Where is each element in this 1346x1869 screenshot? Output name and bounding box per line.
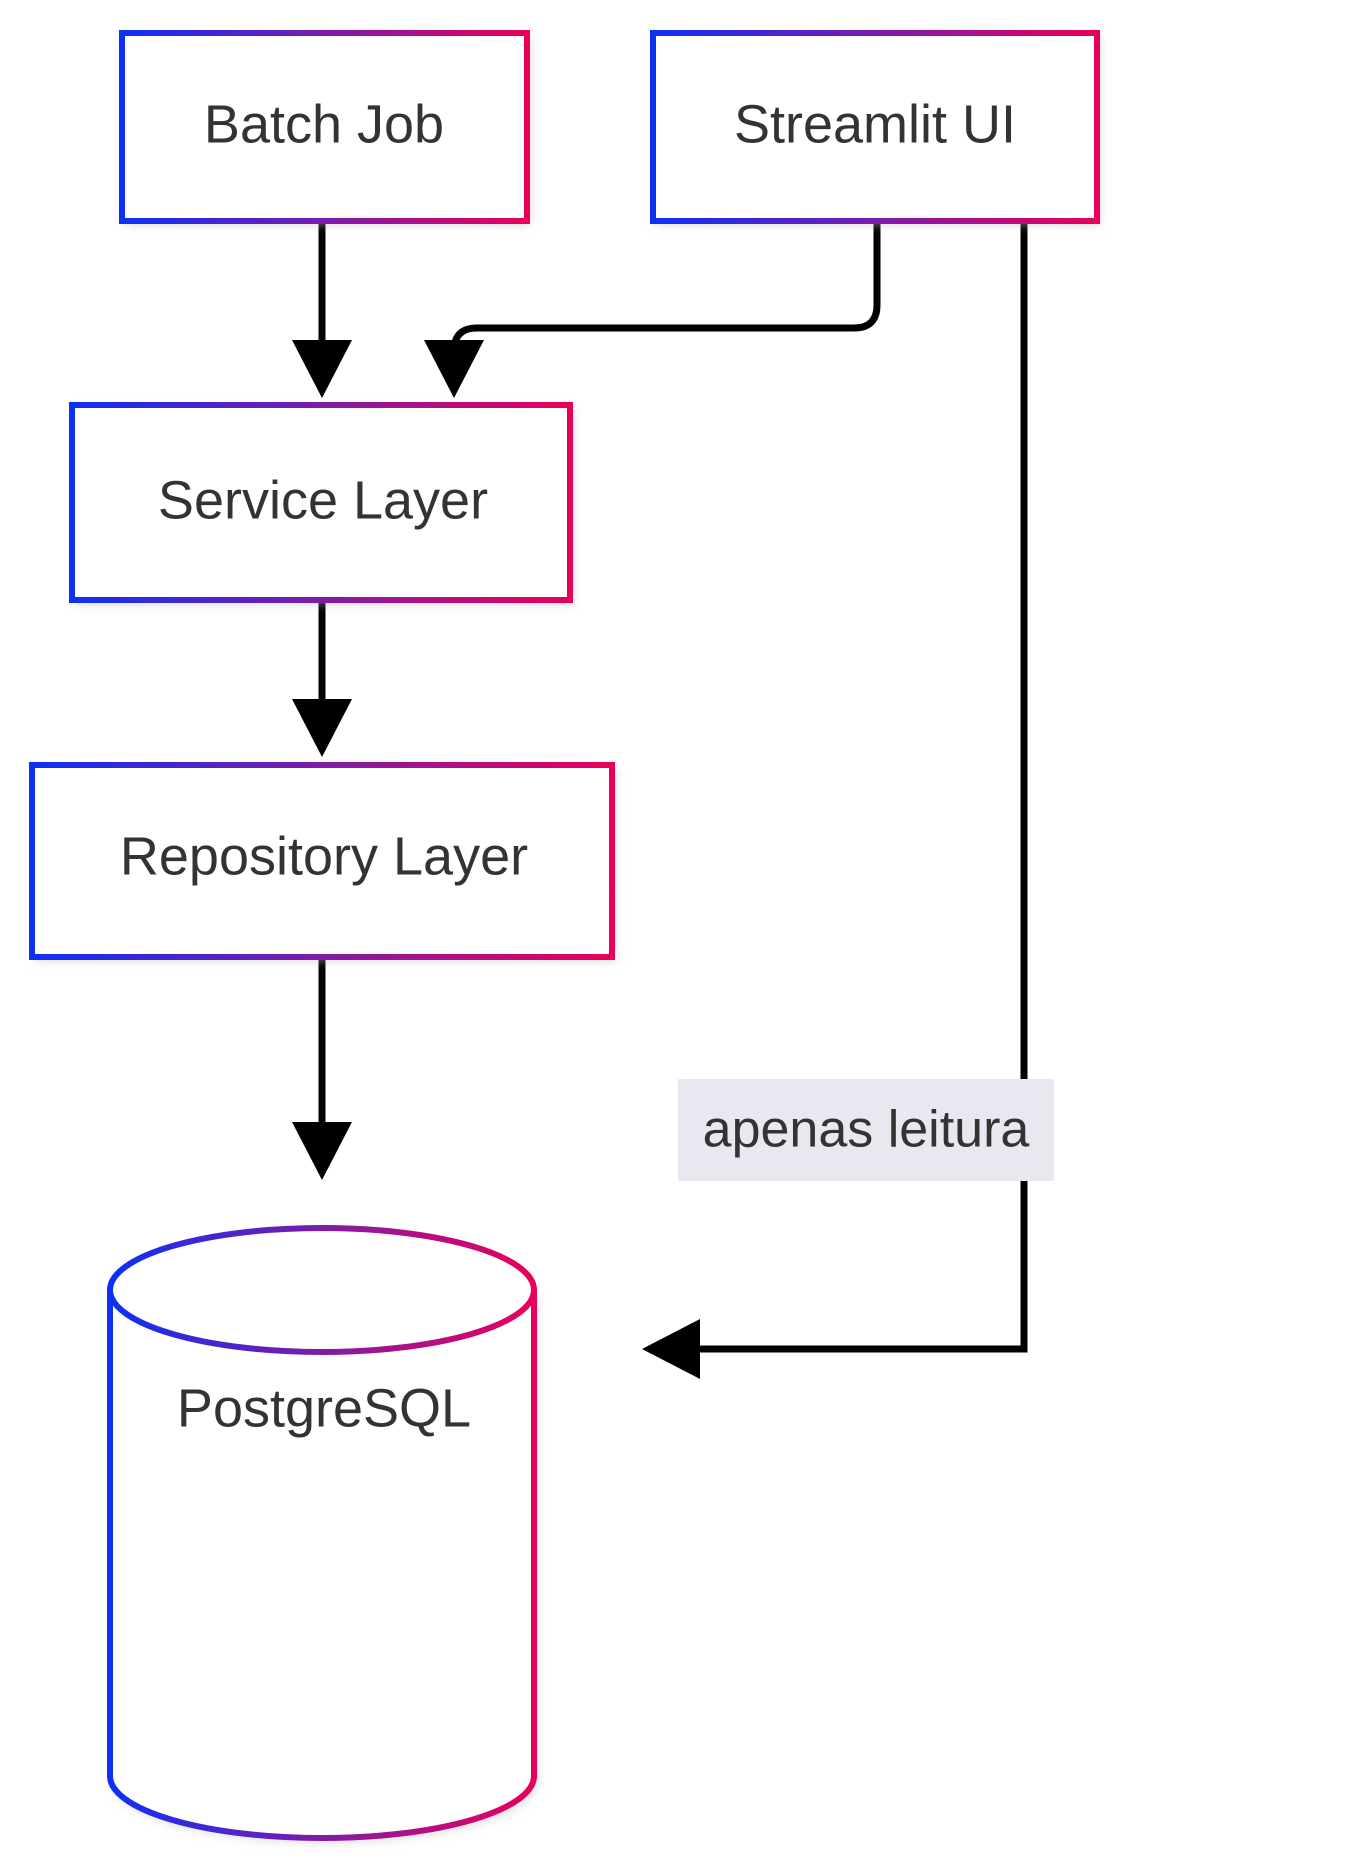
node-postgresql-top-face	[110, 1228, 534, 1352]
edge-streamlit-to-service	[424, 221, 881, 398]
node-postgresql[interactable]: PostgreSQL	[107, 1225, 537, 1841]
node-batch-job-border	[119, 30, 530, 224]
node-service-layer-border	[69, 402, 573, 603]
node-batch-job-face	[122, 33, 527, 221]
node-batch-job-label: Batch Job	[204, 94, 444, 154]
node-streamlit-ui[interactable]: Streamlit UI	[650, 30, 1100, 224]
node-repository-layer[interactable]: Repository Layer	[29, 762, 615, 960]
node-service-layer-face	[72, 405, 570, 600]
node-streamlit-ui-face	[653, 33, 1097, 221]
node-postgresql-label: PostgreSQL	[177, 1378, 471, 1438]
node-repository-layer-border	[29, 762, 615, 960]
edge-streamlit-to-postgres	[642, 221, 1028, 1379]
arrowhead-icon	[292, 340, 352, 398]
node-service-layer[interactable]: Service Layer	[69, 402, 573, 603]
edge-repository-to-postgres	[292, 957, 352, 1180]
edge-label-background	[678, 1079, 1054, 1181]
edge-service-to-repository	[292, 600, 352, 757]
node-postgresql-body-face	[110, 1290, 534, 1838]
arrowhead-icon	[642, 1319, 700, 1379]
node-streamlit-ui-border	[650, 30, 1100, 224]
edge-label-text: apenas leitura	[703, 1101, 1030, 1159]
edge-label-apenas-leitura: apenas leitura	[678, 1079, 1054, 1181]
node-batch-job[interactable]: Batch Job	[119, 30, 530, 224]
node-service-layer-label: Service Layer	[158, 470, 488, 530]
node-repository-layer-face	[32, 765, 612, 957]
node-postgresql-top-border	[107, 1225, 537, 1355]
arrowhead-icon	[424, 340, 484, 398]
arrowhead-icon	[292, 1122, 352, 1180]
arrowhead-icon	[292, 699, 352, 757]
node-postgresql-body-border	[107, 1290, 537, 1841]
node-repository-layer-label: Repository Layer	[120, 826, 528, 886]
node-streamlit-ui-label: Streamlit UI	[734, 94, 1016, 154]
edge-batch-to-service	[292, 221, 352, 398]
